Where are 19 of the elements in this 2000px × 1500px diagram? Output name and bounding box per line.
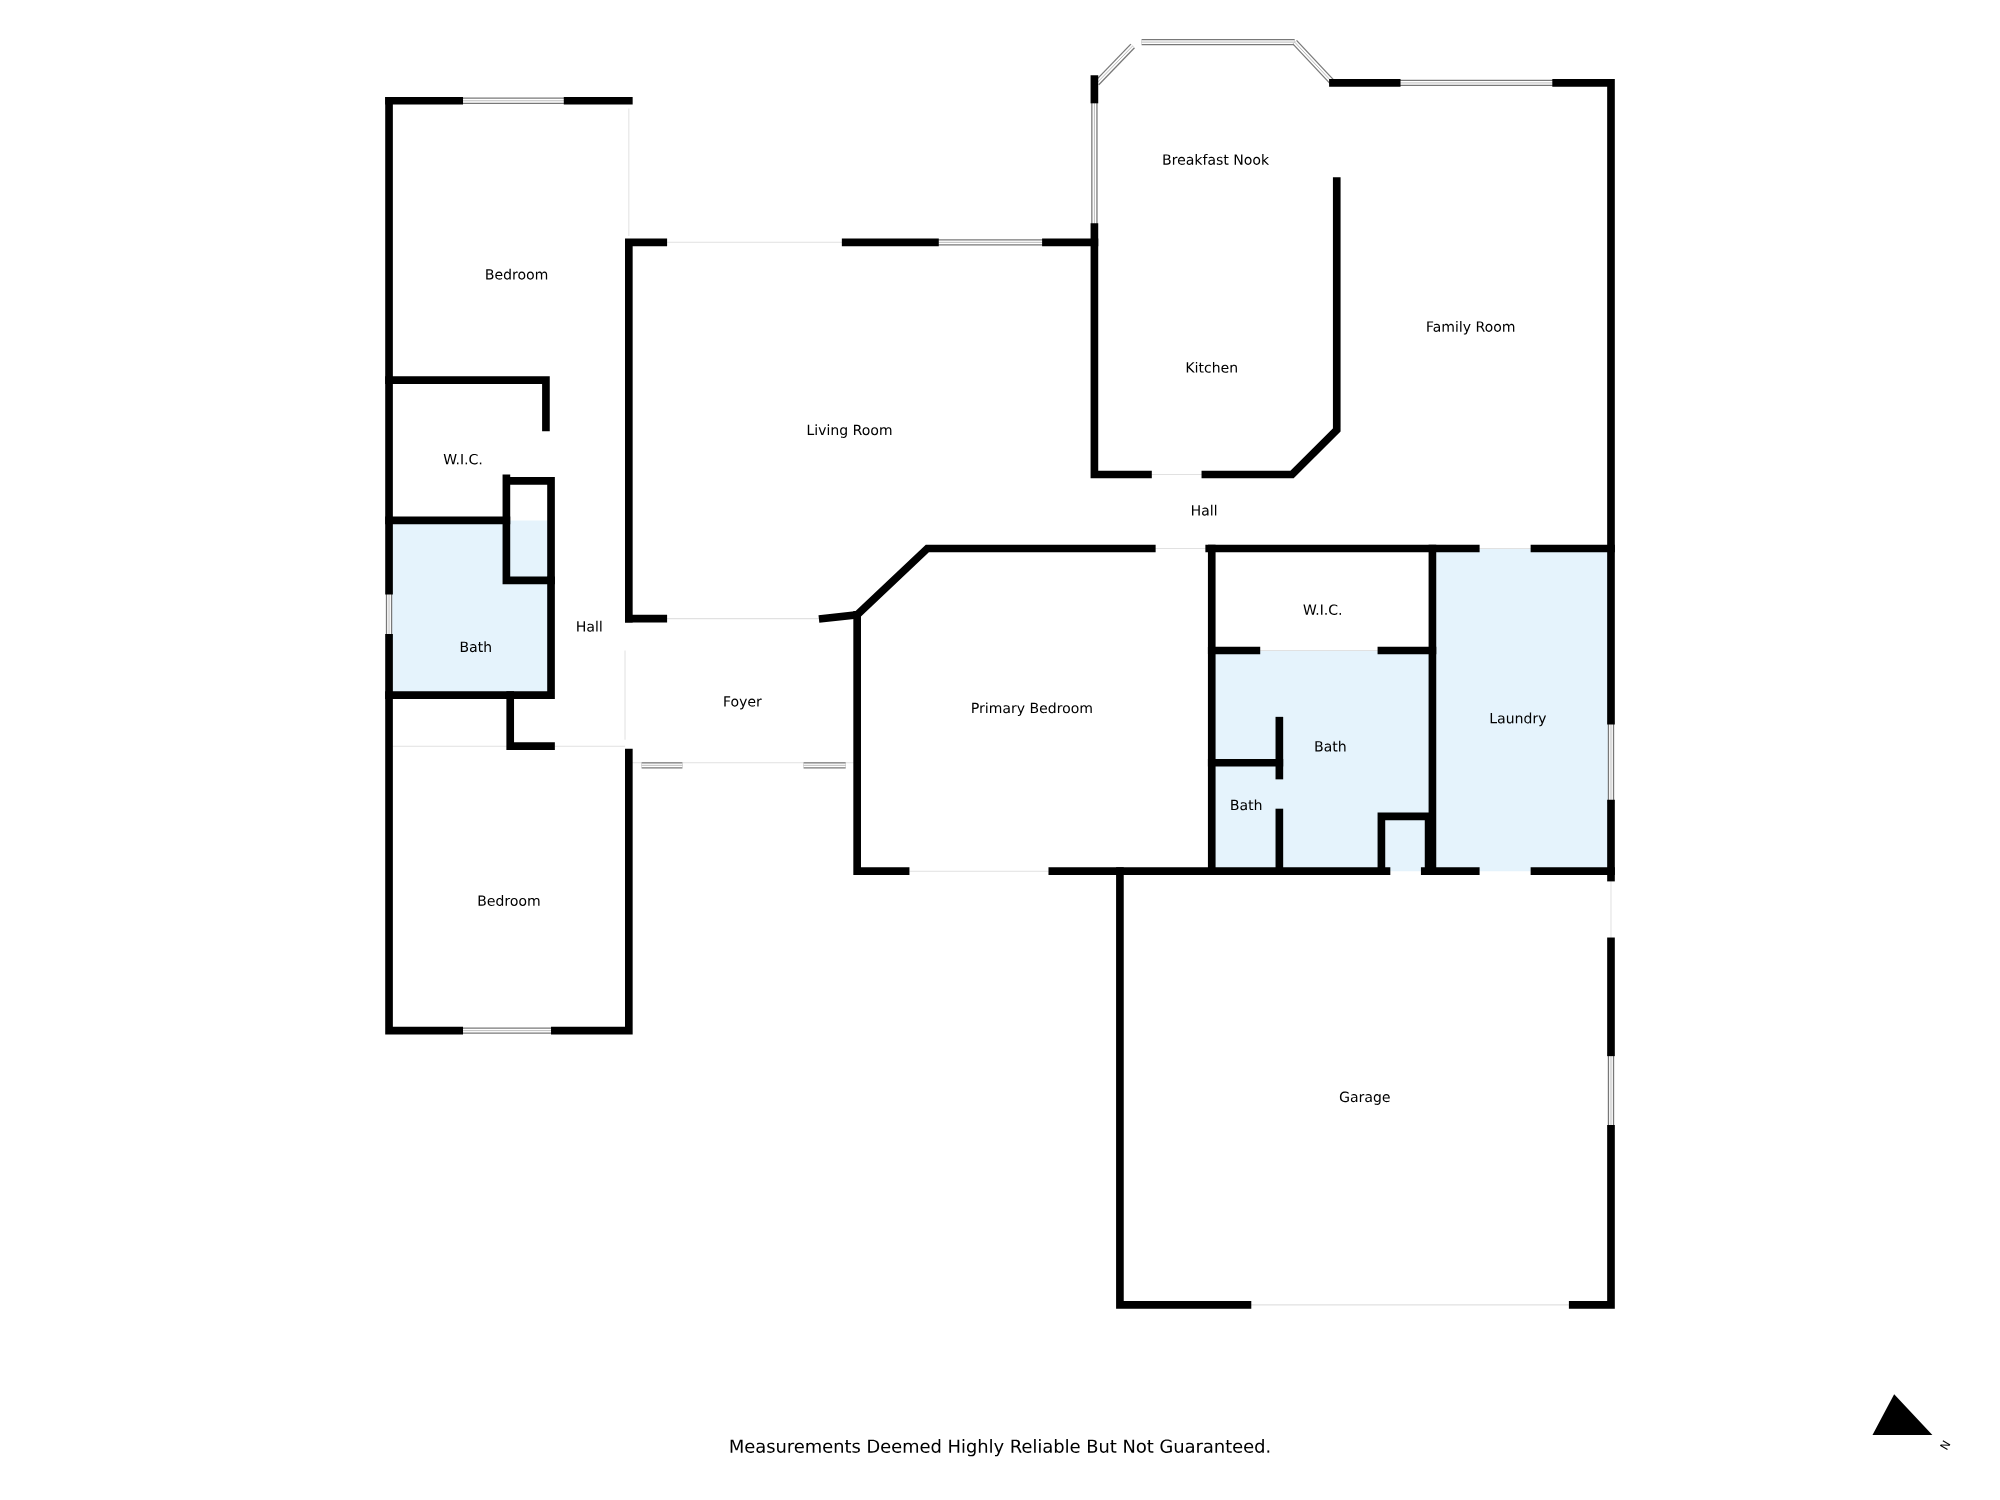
room-label: Bath <box>1315 740 1346 752</box>
room-label: W.I.C. <box>1303 604 1341 615</box>
room-label: Living Room <box>807 424 892 438</box>
north-label: N <box>1939 1440 1951 1450</box>
room-label: Bath <box>460 641 491 653</box>
room-label: Kitchen <box>1186 361 1237 373</box>
room-label: Foyer <box>724 696 762 710</box>
room-label: Primary Bedroom <box>972 702 1092 716</box>
room-label: W.I.C. <box>443 453 482 465</box>
room-label: Hall <box>577 620 602 632</box>
room-label: Garage <box>1339 1091 1390 1105</box>
room-label: Bedroom <box>478 895 540 906</box>
room-label: Laundry <box>1490 712 1547 727</box>
room-label: Hall <box>1192 504 1217 516</box>
room-label: Bath <box>1231 799 1262 811</box>
room-label: Breakfast Nook <box>1163 154 1270 165</box>
disclaimer-text: Measurements Deemed Highly Reliable But Not Guaranteed. <box>730 1439 1270 1457</box>
room-label: Family Room <box>1427 321 1515 335</box>
room-label: Bedroom <box>486 268 548 280</box>
